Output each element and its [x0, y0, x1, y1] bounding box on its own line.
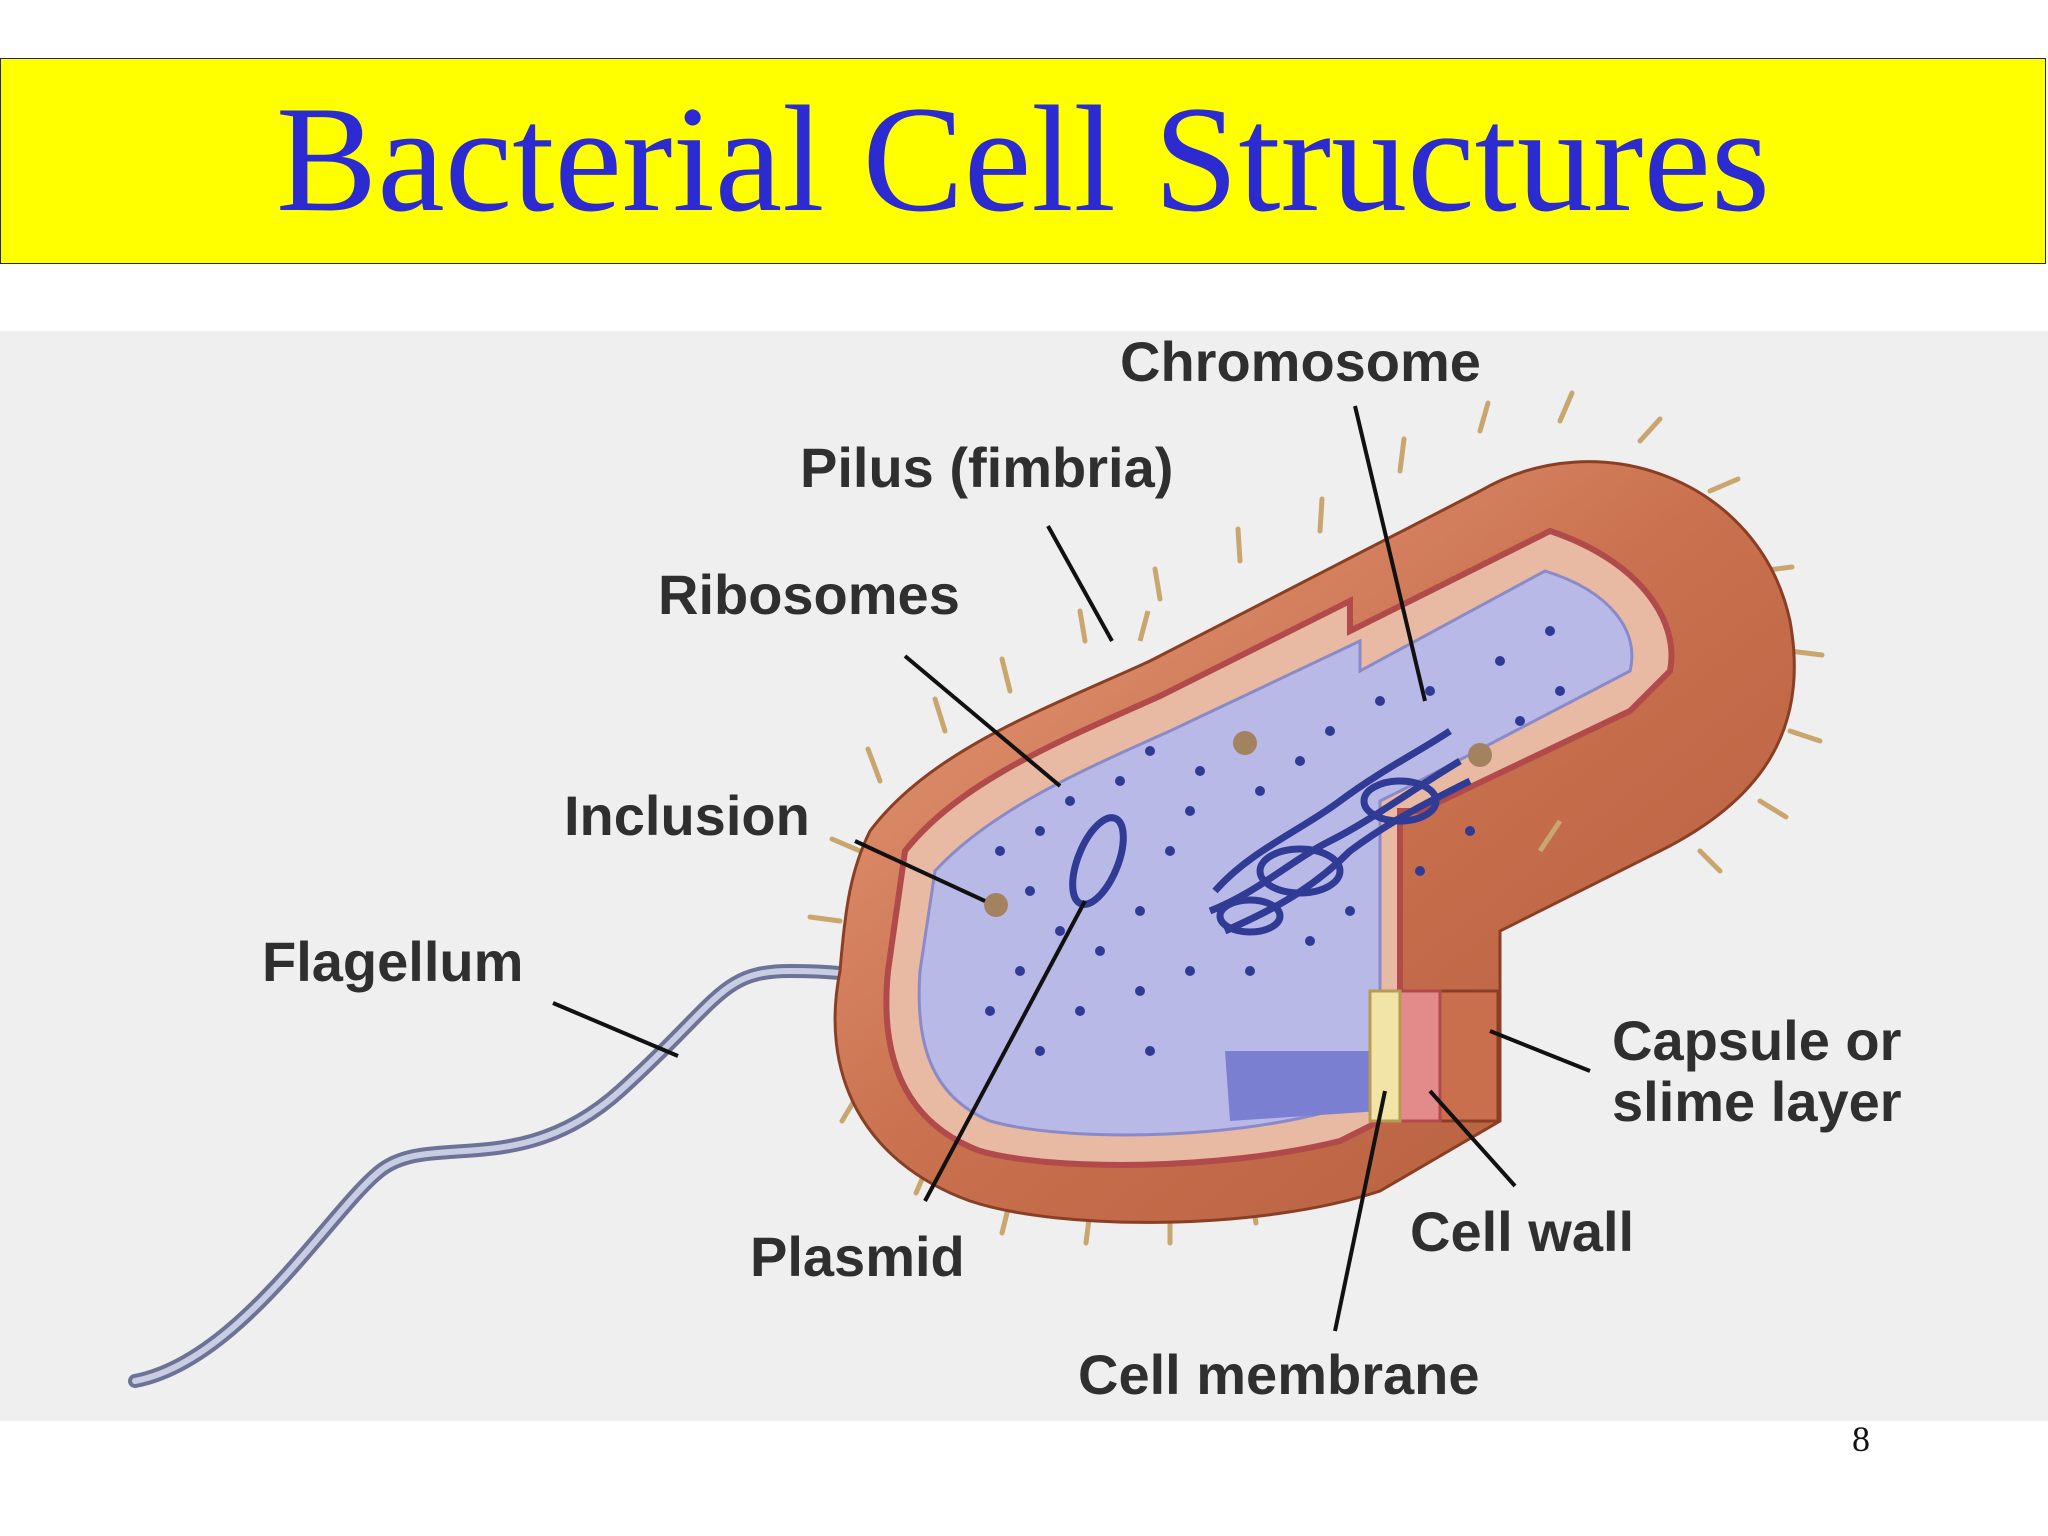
- flagellum-shape: [128, 963, 917, 1388]
- chromosome-shape: [1208, 728, 1472, 936]
- flagellum-leader: [552, 1001, 679, 1058]
- slide-title: Bacterial Cell Structures: [275, 75, 1771, 243]
- label-plasmid: Plasmid: [750, 1225, 965, 1288]
- cut-edge-membrane: [1368, 989, 1402, 1123]
- inclusion-granule: [1468, 743, 1492, 767]
- inclusion-granule: [984, 893, 1008, 917]
- label-pilus: Pilus (fimbria): [800, 436, 1174, 499]
- label-ribosomes: Ribosomes: [658, 563, 960, 626]
- leader-lines: [552, 405, 1591, 1332]
- cut-edge-capsule: [1438, 989, 1500, 1123]
- label-cell-membrane: Cell membrane: [1078, 1343, 1480, 1406]
- bacterial-cell-diagram: Chromosome Pilus (fimbria) Ribosomes Inc…: [0, 331, 2048, 1421]
- cytoplasm-depth: [1225, 1051, 1380, 1121]
- chromosome-leader: [1353, 405, 1427, 702]
- inclusion-leader: [854, 839, 986, 903]
- label-flagellum: Flagellum: [262, 930, 524, 993]
- inclusion-granule: [1233, 731, 1257, 755]
- label-inclusion: Inclusion: [564, 784, 810, 847]
- title-banner: Bacterial Cell Structures: [0, 58, 2046, 264]
- ribosome-dots: [985, 626, 1565, 1056]
- cell-wall-leader: [1428, 1089, 1517, 1188]
- ribosomes-leader: [903, 654, 1062, 788]
- label-chromosome: Chromosome: [1120, 330, 1481, 393]
- cell-membrane-leader: [1333, 1090, 1387, 1332]
- label-capsule-line2: slime layer: [1612, 1070, 1902, 1133]
- label-cell-wall: Cell wall: [1410, 1200, 1635, 1263]
- pilus-leader: [1046, 525, 1114, 642]
- page-number: 8: [1852, 1419, 1870, 1459]
- label-capsule-line1: Capsule or: [1612, 1009, 1902, 1072]
- cell-illustration: [128, 390, 1825, 1388]
- capsule-leader: [1489, 1029, 1591, 1073]
- cut-edge-wall: [1398, 989, 1442, 1123]
- plasmid-leader: [923, 900, 1087, 1202]
- plasmid-shape: [1069, 814, 1127, 908]
